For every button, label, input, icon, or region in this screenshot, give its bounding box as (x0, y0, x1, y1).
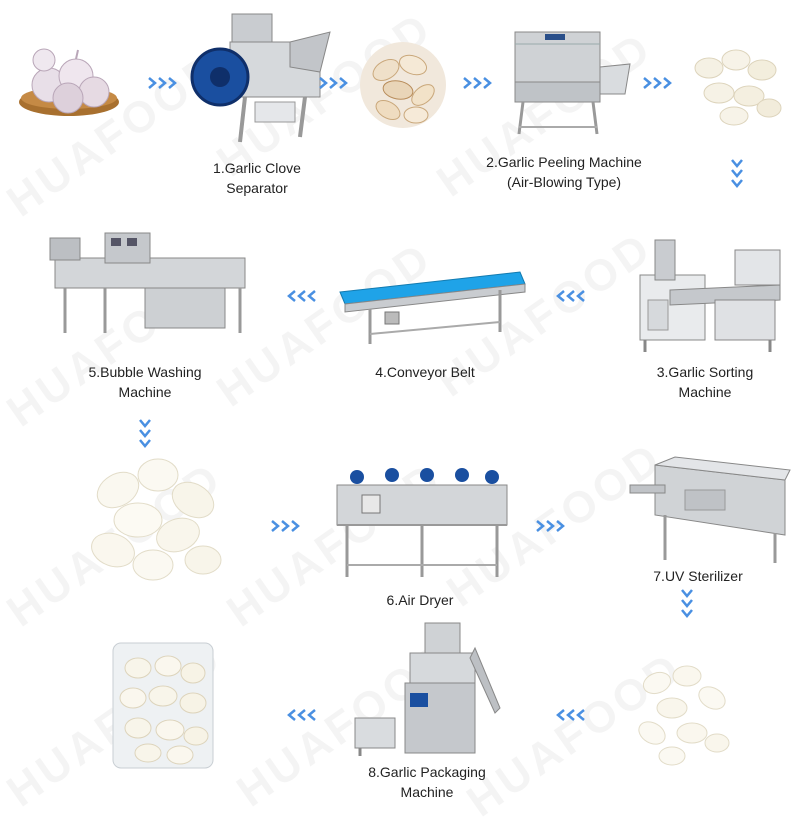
flow-arrow-left (283, 708, 317, 722)
step-1-label: 1.Garlic Clove Separator (197, 158, 317, 198)
step-2-title: 2.Garlic Peeling Machine (486, 154, 642, 170)
step-3-subtitle: Machine (678, 384, 732, 400)
flow-arrow-right (147, 76, 181, 90)
flow-arrow-down (138, 418, 152, 452)
flow-arrow-down (730, 158, 744, 192)
step-1-title: 1.Garlic Clove (213, 160, 301, 176)
washed-garlic-image (78, 450, 228, 590)
flow-arrow-left (552, 289, 586, 303)
garlic-cloves-image (358, 40, 448, 130)
step-1-subtitle: Separator (226, 180, 288, 196)
step-3-title: 3.Garlic Sorting (656, 364, 754, 380)
step-2-subtitle: (Air-Blowing Type) (506, 174, 622, 190)
air-dryer-image (322, 465, 522, 580)
flow-arrow-right (462, 76, 496, 90)
bubble-washing-machine-image (45, 228, 250, 338)
step-6-label: 6.Air Dryer (370, 590, 470, 610)
step-5-title: 5.Bubble Washing (88, 364, 202, 380)
flow-arrow-left (552, 708, 586, 722)
peeled-garlic-image (684, 38, 784, 128)
flow-arrow-right (318, 76, 352, 90)
step-4-title: 4.Conveyor Belt (375, 364, 475, 380)
step-3-label: 3.Garlic Sorting Machine (635, 362, 775, 402)
step-8-label: 8.Garlic Packaging Machine (352, 762, 502, 802)
step-4-label: 4.Conveyor Belt (360, 362, 490, 382)
vacuum-packed-garlic-image (108, 638, 218, 773)
garlic-bulbs-image (14, 40, 124, 120)
uv-sterilizer-image (625, 455, 795, 565)
sterilized-garlic-image (632, 658, 732, 768)
step-2-label: 2.Garlic Peeling Machine (Air-Blowing Ty… (484, 152, 644, 192)
step-8-subtitle: Machine (400, 784, 454, 800)
garlic-peeling-machine-image (505, 22, 635, 137)
garlic-packaging-machine-image (350, 618, 510, 758)
flow-arrow-left (283, 289, 317, 303)
flow-arrow-right (642, 76, 676, 90)
flow-arrow-down (680, 588, 694, 622)
step-6-title: 6.Air Dryer (386, 592, 454, 608)
conveyor-belt-image (330, 262, 530, 347)
garlic-sorting-machine-image (630, 230, 790, 355)
step-5-label: 5.Bubble Washing Machine (70, 362, 220, 402)
flow-arrow-right (535, 519, 569, 533)
step-7-label: 7.UV Sterilizer (633, 566, 763, 586)
step-8-title: 8.Garlic Packaging (368, 764, 486, 780)
garlic-clove-separator-image (190, 12, 335, 152)
step-7-title: 7.UV Sterilizer (653, 568, 743, 584)
flow-arrow-right (270, 519, 304, 533)
step-5-subtitle: Machine (118, 384, 172, 400)
